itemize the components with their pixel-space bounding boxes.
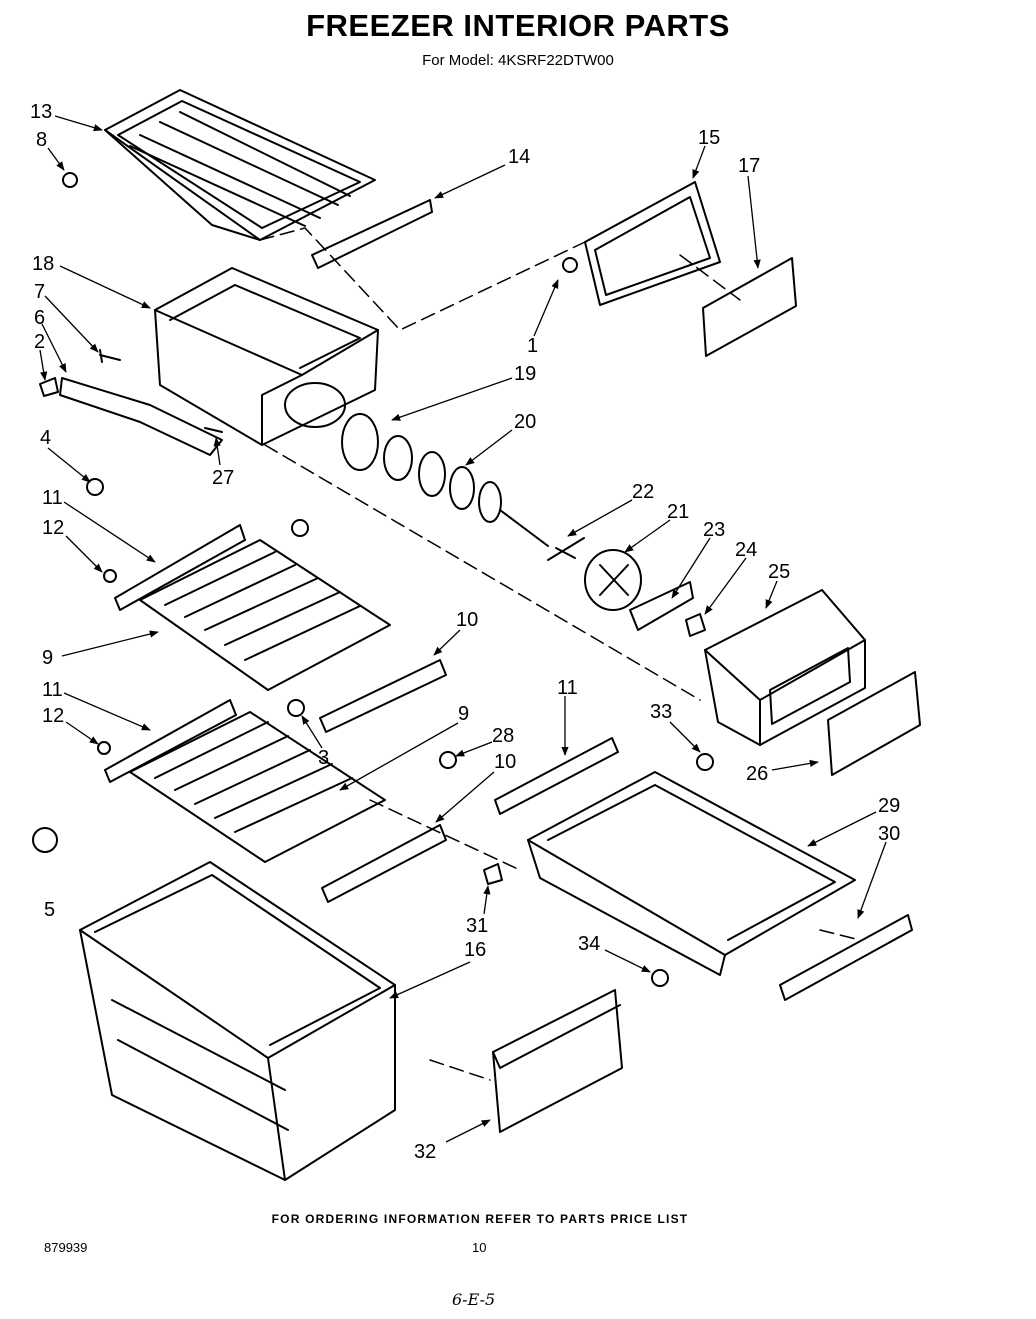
callout-label: 34 [578, 933, 600, 955]
callout-label: 15 [698, 127, 720, 149]
wire-basket-part [79, 861, 396, 1181]
callout-label: 20 [514, 411, 536, 433]
callout-label: 11 [557, 677, 578, 699]
callout-label: 29 [878, 795, 900, 817]
crisper-tray-part [527, 771, 913, 1001]
callout-label: 3 [318, 747, 329, 769]
insert-panel-part [702, 257, 797, 357]
callout-label: 28 [492, 725, 514, 747]
callout-label: 33 [650, 701, 672, 723]
callout-label: 12 [42, 705, 64, 727]
top-shelf-part [104, 89, 376, 241]
callout-label: 4 [40, 427, 51, 449]
model-subtitle: For Model: 4KSRF22DTW00 [422, 52, 614, 69]
callout-label: 24 [735, 539, 757, 561]
shelf-rod-part [311, 199, 433, 269]
callout-label: 13 [30, 101, 52, 123]
ordering-note: FOR ORDERING INFORMATION REFER TO PARTS … [271, 1212, 689, 1226]
callout-label: 25 [768, 561, 790, 583]
callout-label: 26 [746, 763, 768, 785]
page-title: FREEZER INTERIOR PARTS [306, 8, 730, 43]
page-number: 10 [472, 1240, 487, 1255]
shelf-trim-strips [319, 659, 619, 903]
callout-label: 16 [464, 939, 486, 961]
callout-label: 21 [667, 501, 689, 523]
fasteners [32, 172, 714, 987]
callout-label: 8 [36, 129, 47, 151]
callout-label: 1 [527, 335, 538, 357]
auger-spring-part [341, 413, 549, 547]
callout-label: 11 [42, 679, 63, 701]
chute-door-part [827, 671, 921, 776]
callout-label: 27 [212, 467, 234, 489]
handwritten-note: 6-E-5 [452, 1290, 496, 1309]
callout-label: 17 [738, 155, 760, 177]
alignment-lines [259, 227, 861, 1081]
callout-label: 18 [32, 253, 54, 275]
ice-bin-part [154, 267, 379, 446]
drawer-front-frame-part [584, 181, 721, 306]
callout-label: 23 [703, 519, 725, 541]
basket-cover-part [492, 989, 623, 1133]
bracket-part [39, 349, 223, 456]
callout-label: 10 [494, 751, 516, 773]
callout-label: 11 [42, 487, 63, 509]
callout-label: 10 [456, 609, 478, 631]
callout-label: 30 [878, 823, 900, 845]
callout-label: 19 [514, 363, 536, 385]
callout-label: 14 [508, 146, 530, 168]
dispenser-housing-part [704, 589, 866, 746]
motor-parts [547, 537, 706, 637]
lower-wire-shelf-part [104, 699, 386, 863]
callout-labels: 13 8 14 15 17 18 7 6 2 1 19 20 4 27 22 2… [30, 101, 900, 1163]
callout-label: 6 [34, 307, 45, 329]
callout-label: 2 [34, 331, 45, 353]
callout-label: 31 [466, 915, 488, 937]
upper-wire-shelf-part [114, 524, 391, 691]
callout-label: 5 [44, 899, 55, 921]
callout-label: 22 [632, 481, 654, 503]
callout-label: 9 [42, 647, 53, 669]
callout-label: 7 [34, 281, 45, 303]
document-number: 879939 [44, 1240, 88, 1255]
callout-label: 32 [414, 1141, 436, 1163]
callout-label: 12 [42, 517, 64, 539]
callout-label: 9 [458, 703, 469, 725]
